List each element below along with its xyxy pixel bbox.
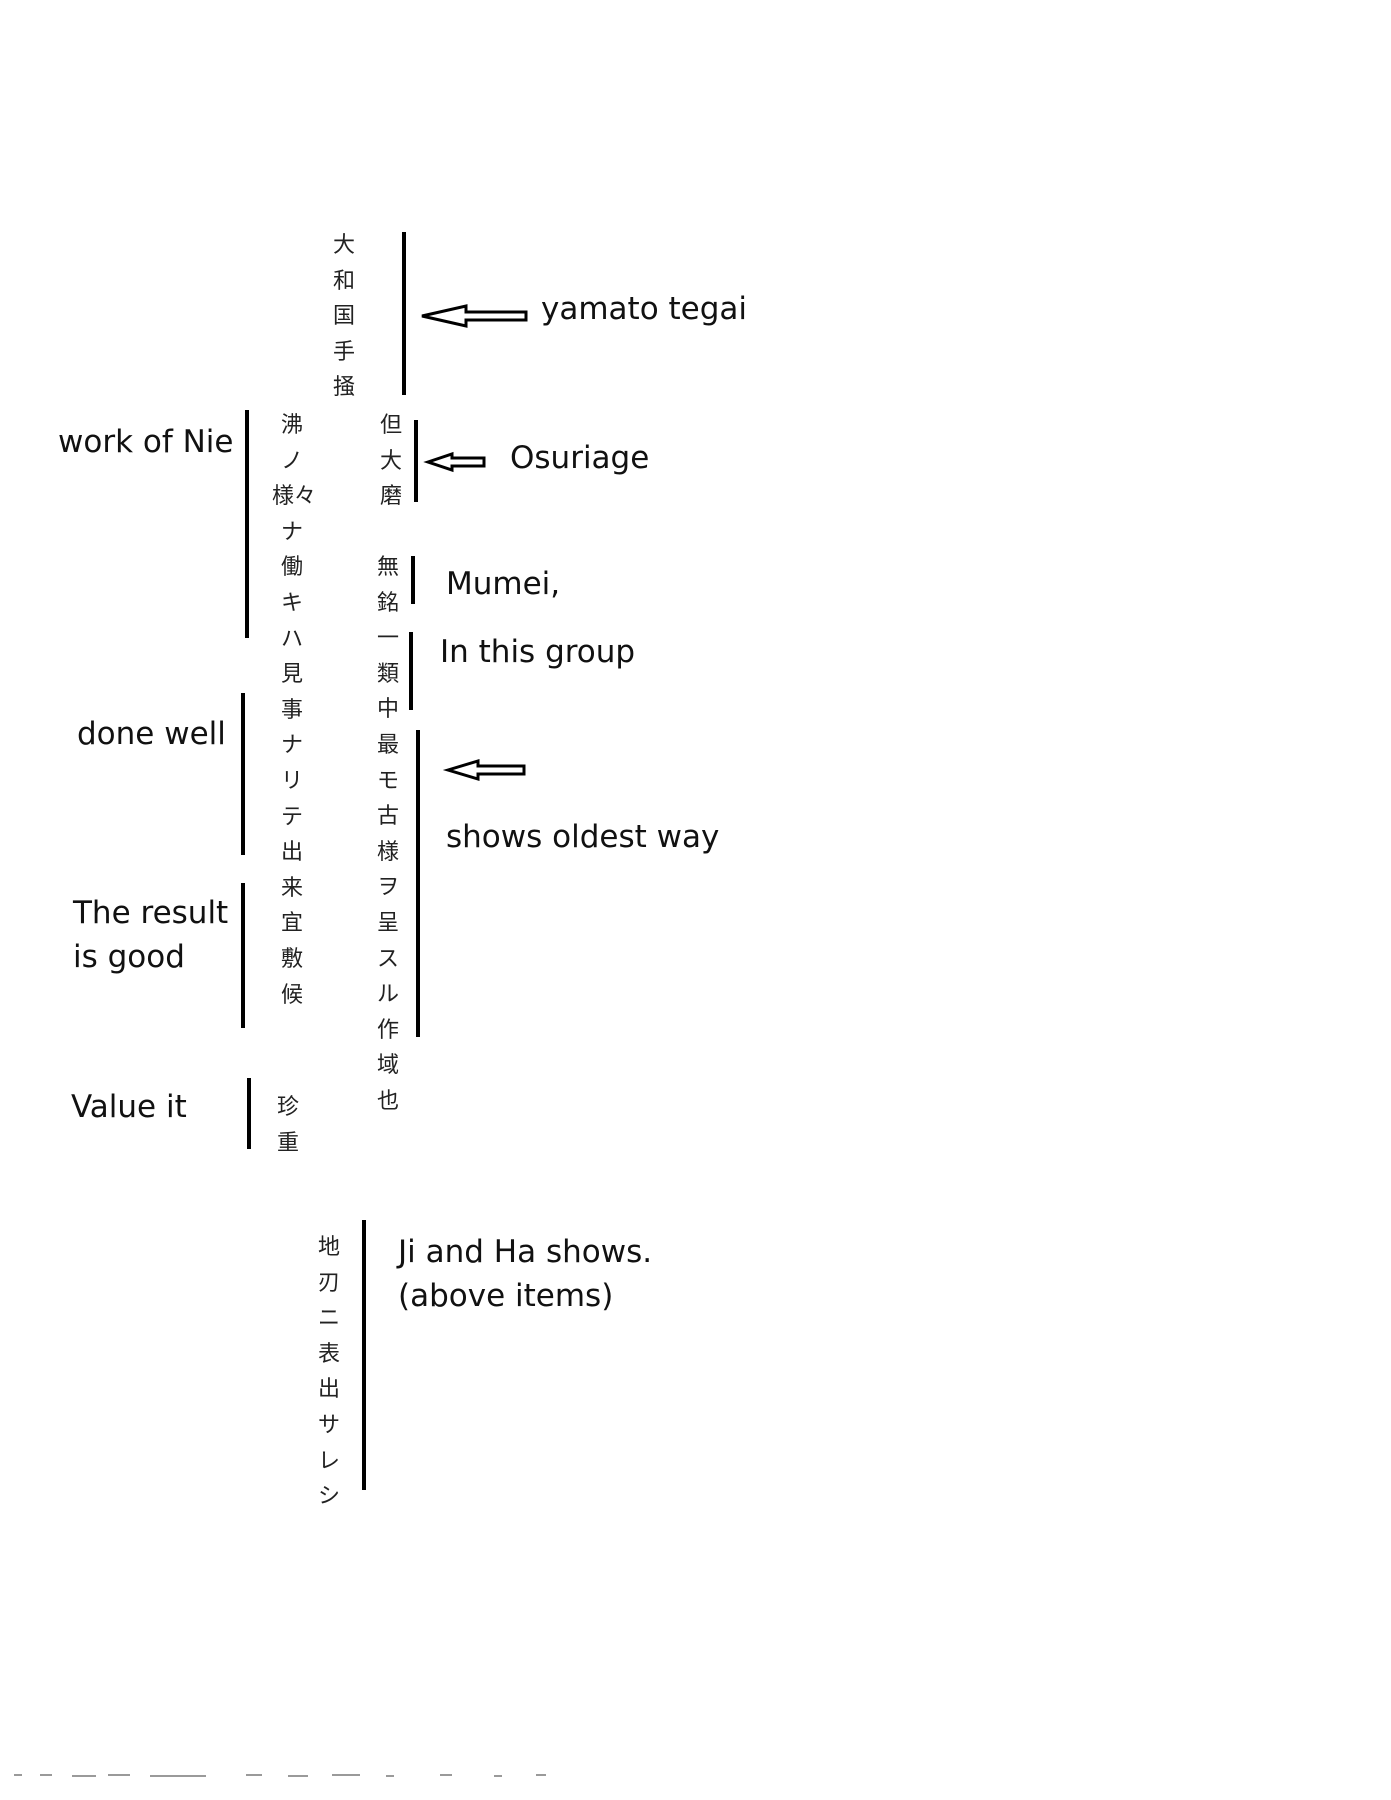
annotation-work-of-nie: work of Nie [58,424,234,460]
annotation-result-line-2: is good [73,939,185,975]
bracket-bar-mumei [411,556,415,604]
kanji-column-osuriage: 但大磨 [379,413,402,510]
kanji-column-value-it: 珍重 [276,1095,299,1156]
kanji-column-nie-work: 沸ノ様々ナ働キハ見事ナリテ出来宜敷候 [272,413,317,1008]
annotation-in-this-group: In this group [440,634,636,670]
annotation-result-line-1: The result [73,895,229,931]
annotation-mumei: Mumei, [446,566,561,602]
bracket-bar-osuriage [414,420,418,502]
annotation-done-well: done well [77,716,226,752]
kanji-column-mumei-oldest-style: 無銘一類中最モ古様ヲ呈スル作域也 [376,555,399,1114]
annotation-ji-and-ha-line-2: (above items) [398,1278,614,1314]
bracket-bar-in-this-group [409,632,413,710]
annotation-shows-oldest-way: shows oldest way [446,819,720,855]
left-arrow-icon [442,758,526,782]
left-arrow-icon [423,451,486,473]
bracket-bar-work-of-nie [245,410,249,638]
kanji-column-ji-and-ha: 地刃ニ表出サレシ [317,1235,340,1510]
bracket-bar-value-it [247,1078,251,1149]
annotation-osuriage: Osuriage [510,440,650,476]
left-arrow-icon [421,304,528,328]
kanji-column-yamato-tegai: 大和国手掻 [332,233,355,401]
annotation-ji-and-ha-line-1: Ji and Ha shows. [398,1234,653,1270]
annotation-yamato-tegai: yamato tegai [541,291,748,327]
bracket-bar-ji-and-ha [362,1220,366,1490]
bracket-bar-oldest-way [416,730,420,1037]
scan-edge-marks [14,1774,546,1777]
bracket-bar-done-well [241,693,245,855]
bracket-bar-result-good [241,883,245,1028]
annotation-value-it: Value it [71,1089,187,1125]
bracket-bar-yamato [402,232,406,395]
